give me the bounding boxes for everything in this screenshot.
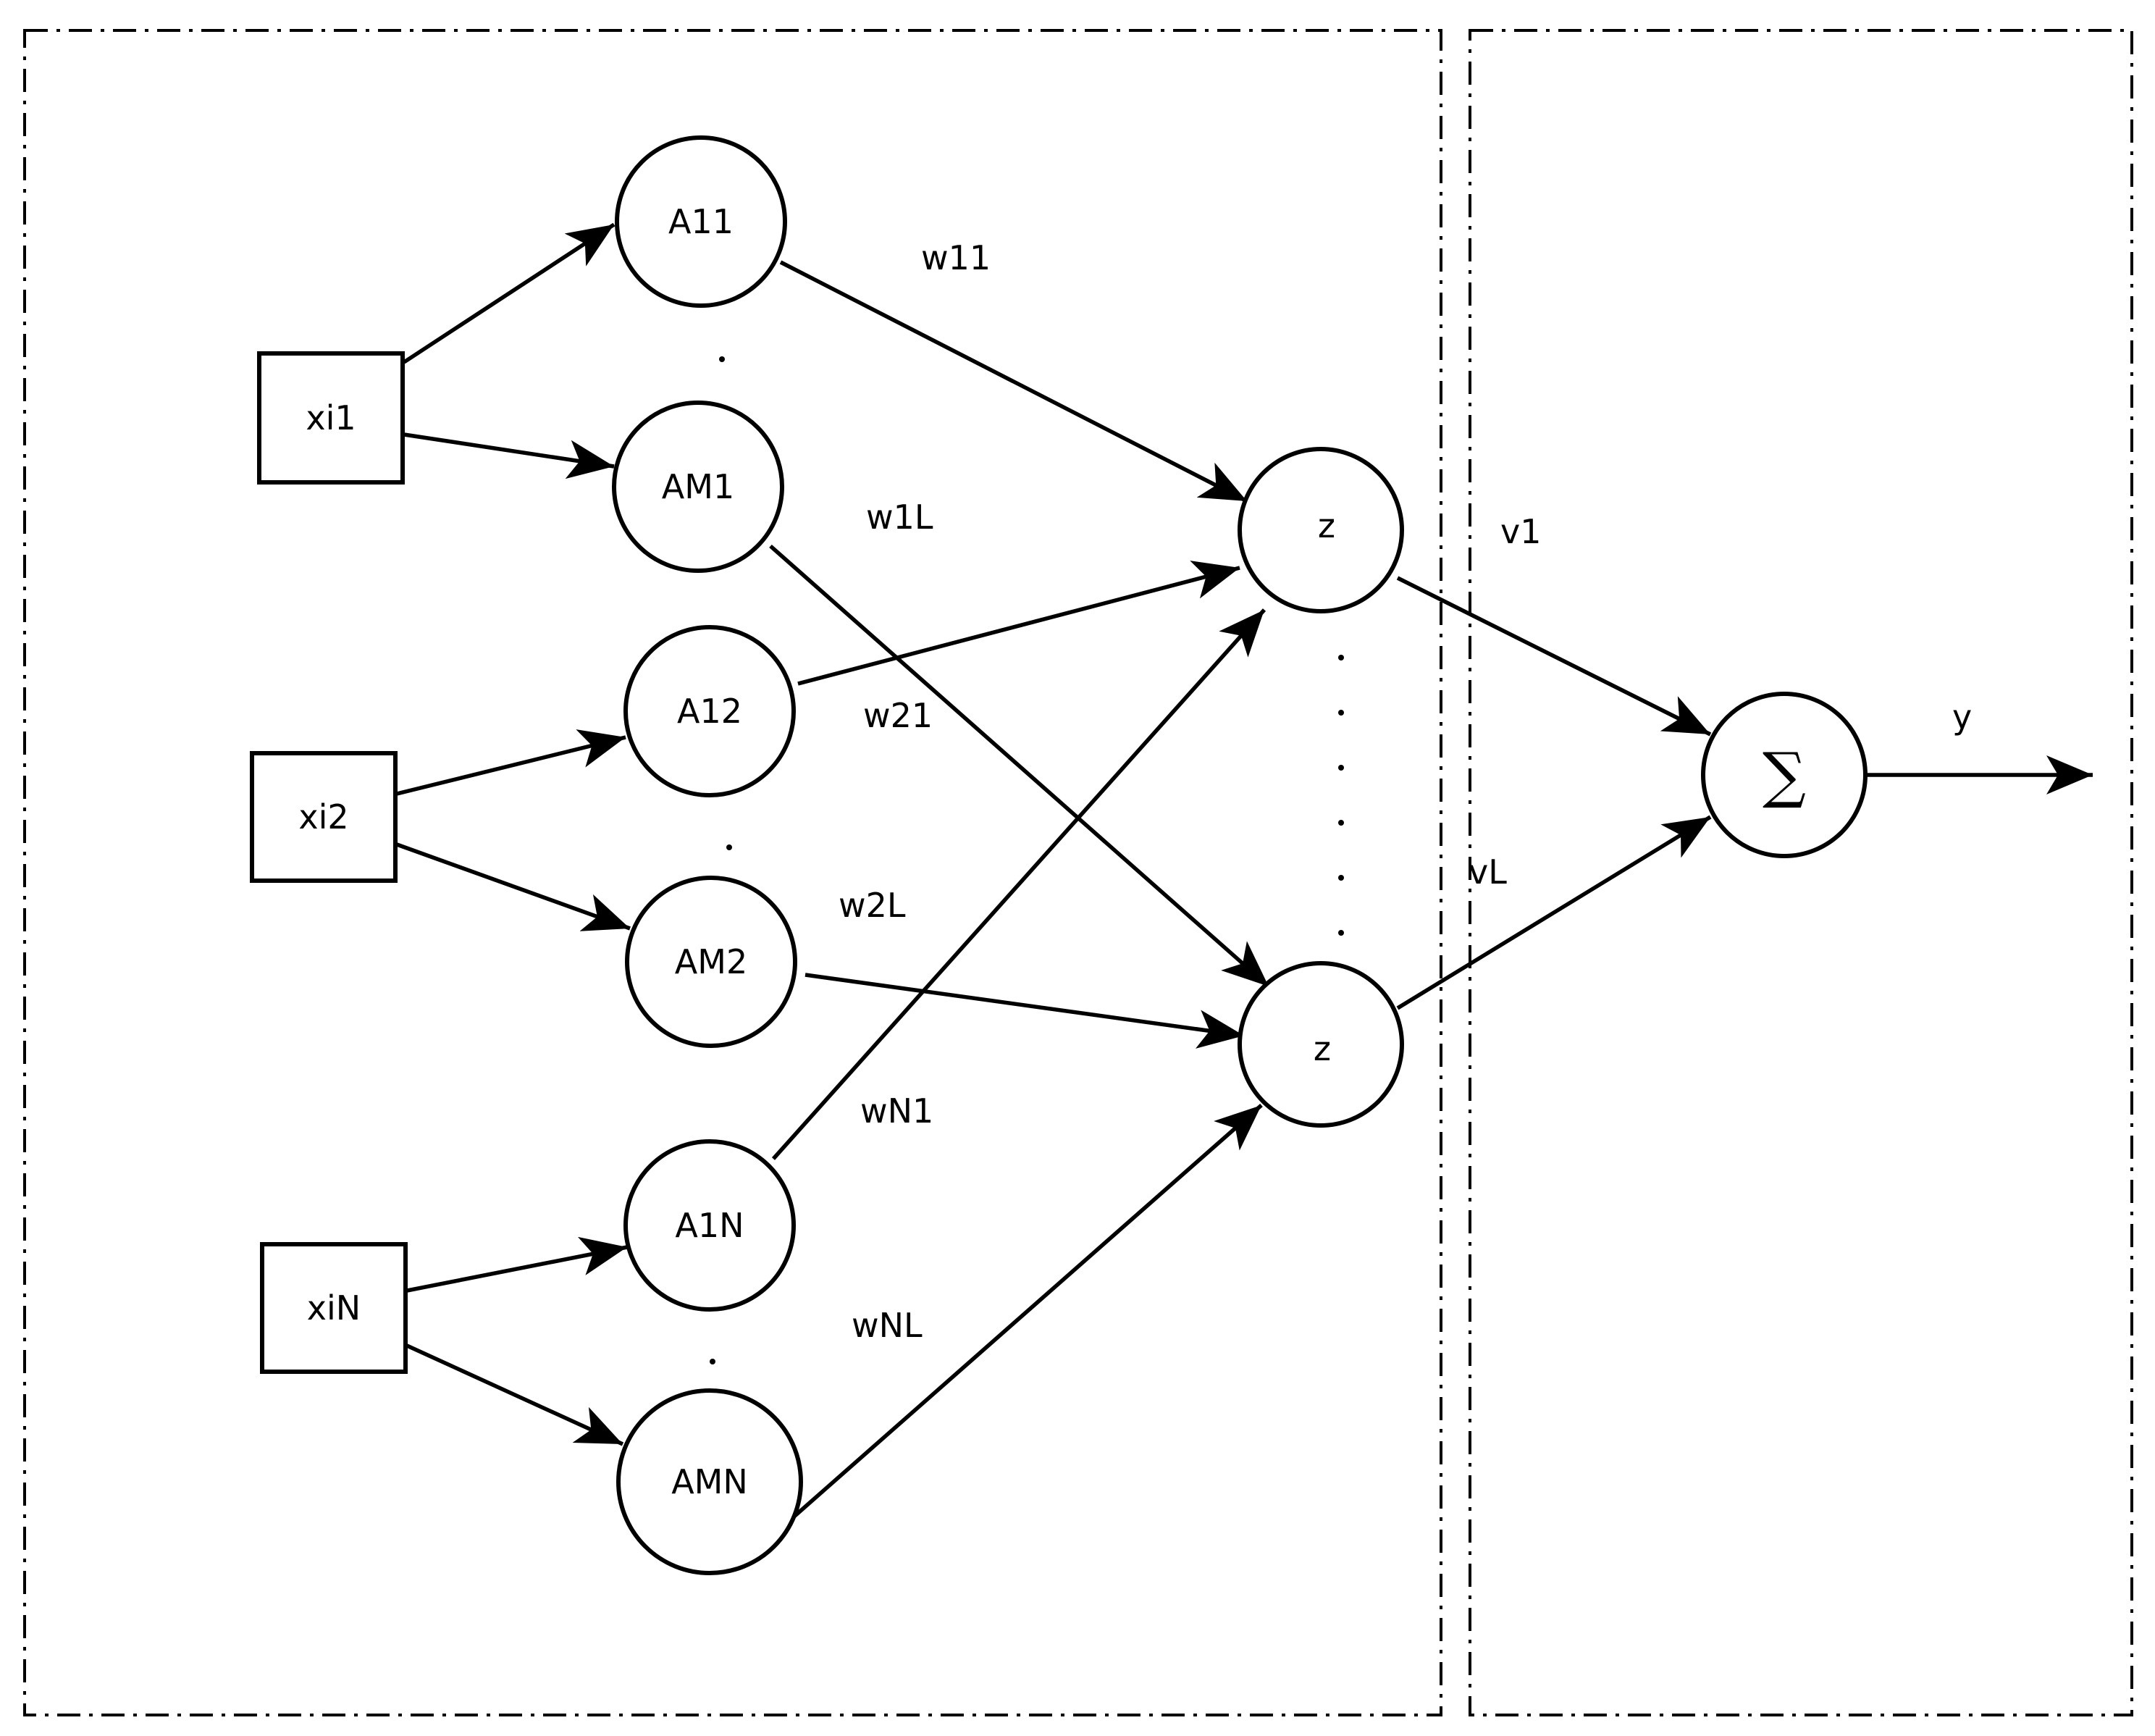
summation-node: ∑ (1701, 692, 1868, 858)
left-layer-frame (23, 29, 1442, 1716)
summation-circle (1701, 692, 1868, 858)
edge-A12-to-z1 (797, 561, 1240, 686)
membership-label: A11 (668, 202, 734, 241)
output-label-y: y (1952, 697, 1972, 737)
hidden-node-z1: z (1238, 447, 1404, 613)
edge-AM2-to-zL (805, 973, 1245, 1049)
right-layer-frame (1469, 29, 2133, 1716)
weight-label-w21: w21 (863, 696, 933, 735)
hidden-label: z (1314, 1029, 1331, 1068)
membership-node-AM1: AM1 (612, 401, 784, 573)
membership-circle (623, 625, 796, 797)
membership-circle (625, 876, 797, 1048)
dot-z2 (1338, 710, 1344, 716)
dot-z5 (1338, 875, 1344, 881)
input-node-xi1: xi1 (257, 351, 405, 485)
edge-xiN-to-A1N (406, 1236, 628, 1293)
input-label: xi2 (298, 797, 348, 836)
weight-label-w11: w11 (921, 238, 991, 277)
dot-z6 (1338, 930, 1344, 936)
membership-circle (623, 1139, 796, 1312)
membership-label: AM1 (662, 467, 734, 506)
input-node-xiN: xiN (260, 1242, 408, 1374)
output-weight-label-vL: vL (1469, 852, 1507, 892)
edge-zL-to-sum (1396, 815, 1712, 1010)
edge-xi2-to-A12 (396, 729, 626, 796)
membership-label: AMN (671, 1462, 748, 1501)
edge-A11-to-z1 (779, 260, 1248, 503)
dot-a3 (710, 1359, 715, 1364)
edge-xi1-to-AM1 (403, 432, 615, 479)
edge-xi2-to-AM2 (396, 842, 631, 931)
edge-AMN-to-zL (789, 1103, 1263, 1522)
dot-z1 (1338, 655, 1344, 661)
edge-AM1-to-zL (769, 544, 1270, 989)
weight-label-w1L: w1L (866, 498, 933, 537)
membership-label: A1N (675, 1206, 744, 1245)
input-label: xi1 (306, 398, 356, 437)
edge-layer (396, 222, 1712, 1522)
membership-circle (615, 135, 787, 308)
edge-xi1-to-A11 (403, 222, 616, 364)
weight-label-w2L: w2L (839, 886, 906, 925)
membership-node-A11: A11 (615, 135, 787, 308)
edge-z1-to-sum (1396, 576, 1712, 737)
dot-z3 (1338, 765, 1344, 771)
input-box (257, 351, 405, 485)
hidden-circle (1238, 961, 1404, 1128)
weight-label-wN1: wN1 (860, 1091, 933, 1131)
membership-node-A1N: A1N (623, 1139, 796, 1312)
dot-a1 (719, 356, 725, 362)
membership-label: A12 (677, 692, 742, 731)
sigma-icon: ∑ (1763, 739, 1806, 810)
membership-node-AM2: AM2 (625, 876, 797, 1048)
ellipsis-dots (710, 356, 1344, 1364)
hidden-node-zL: z (1238, 961, 1404, 1128)
output-weight-label-v1: v1 (1500, 512, 1542, 551)
membership-circle (612, 401, 784, 573)
membership-circle (616, 1388, 803, 1575)
hidden-circle (1238, 447, 1404, 613)
edge-xiN-to-AMN (406, 1343, 624, 1446)
dot-z4 (1338, 820, 1344, 826)
membership-node-A12: A12 (623, 625, 796, 797)
membership-label: AM2 (675, 942, 747, 981)
input-box (260, 1242, 408, 1374)
input-label: xiN (307, 1288, 361, 1328)
input-node-xi2: xi2 (250, 751, 398, 883)
input-box (250, 751, 398, 883)
hidden-label: z (1318, 506, 1335, 545)
weight-label-wNL: wNL (852, 1306, 923, 1345)
membership-node-AMN: AMN (616, 1388, 803, 1575)
dot-a2 (726, 844, 732, 850)
edge-A1N-to-z1 (771, 608, 1266, 1160)
